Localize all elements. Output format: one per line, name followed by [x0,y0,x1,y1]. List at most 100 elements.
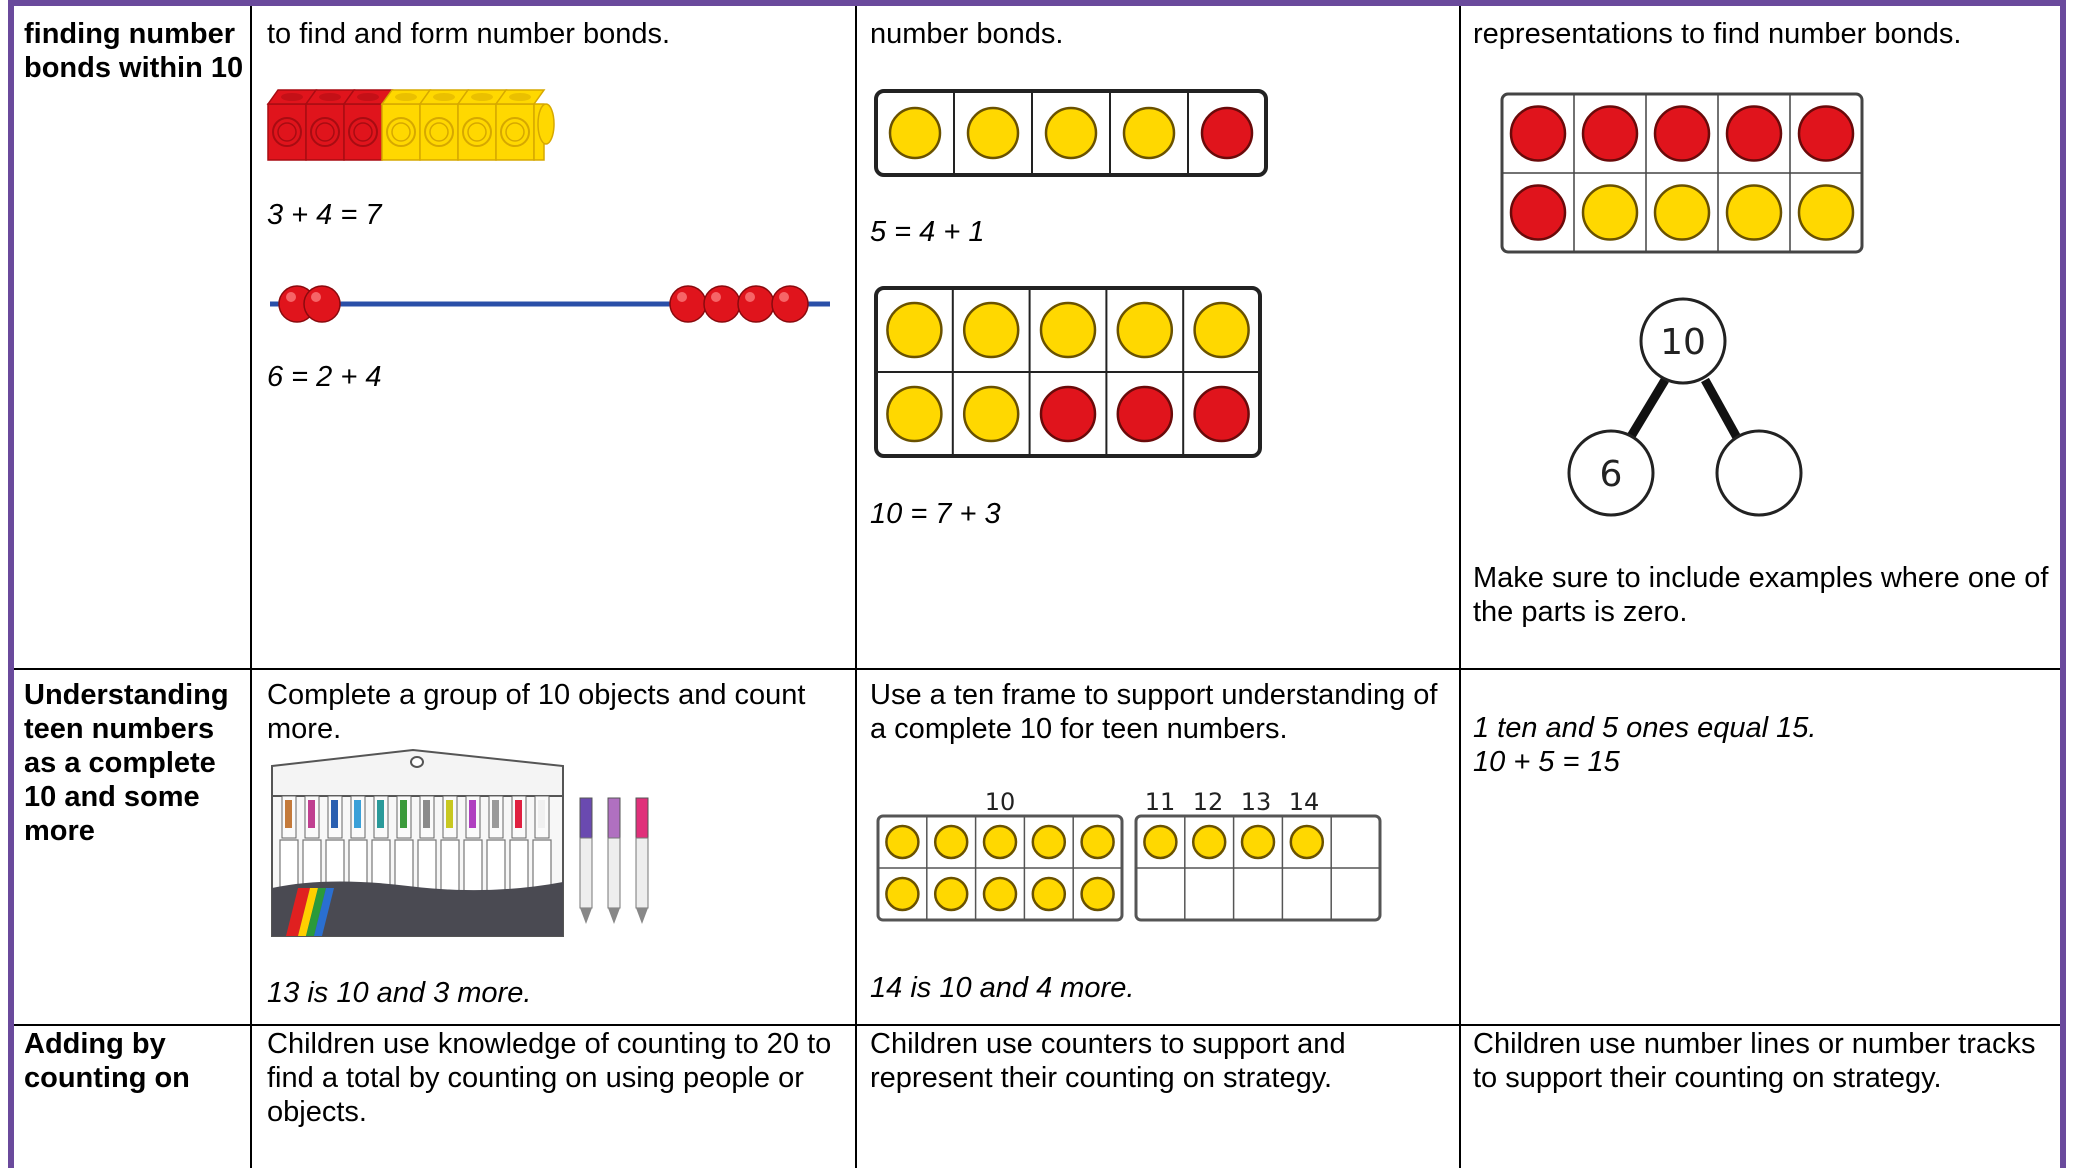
yellow-counter [1031,876,1067,912]
frame-label: 10 [985,788,1016,816]
cell-text: Children use counters to support and rep… [870,1028,1346,1094]
row-divider [14,668,2060,670]
caption: 13 is 10 and 3 more. [267,977,532,1009]
five-frame-image [874,89,1268,177]
abstract-line: 1 ten and 5 ones equal 15. [1473,712,1817,744]
frame-label: 14 [1289,788,1320,816]
yellow-counter [1080,876,1115,912]
cell-note: Make sure to include examples where one … [1473,562,2049,628]
loose-pen [635,797,649,924]
cube-connector [537,103,555,145]
yellow-cube [456,89,508,161]
ten-frame-image [874,286,1262,458]
red-cube [266,89,318,161]
bead-string-image [270,285,830,323]
yellow-counter [1143,824,1178,860]
column-divider [1459,6,1461,1168]
red-bead [703,285,741,323]
equation: 10 = 7 + 3 [870,498,1001,530]
red-bead [771,285,809,323]
row-divider [14,1024,2060,1026]
yellow-counter [1191,824,1227,860]
yellow-counter [1039,301,1097,359]
yellow-cube [380,89,432,161]
pen [325,795,345,896]
column-divider [250,6,252,1168]
empty-part-circle [1715,429,1803,517]
caption: 14 is 10 and 4 more. [870,972,1135,1004]
cell-text: representations to find number bonds. [1473,18,1962,50]
red-counter [1039,385,1097,443]
abstract-line: 10 + 5 = 15 [1473,746,1620,778]
ten-frame-image [1500,92,1864,254]
equation: 3 + 4 = 7 [267,199,382,231]
red-counter [1193,385,1250,443]
red-bead [669,285,707,323]
pen [532,795,552,896]
row-heading: Understanding teen numbers as a complete… [24,679,229,847]
yellow-counter [933,876,969,912]
yellow-counter [982,876,1018,912]
red-counter [1653,105,1711,162]
yellow-counter [1581,184,1639,241]
yellow-counter [962,385,1020,443]
page-border [8,0,2066,1168]
red-bead [303,285,341,323]
cell-text: Use a ten frame to support understanding… [870,679,1438,745]
loose-pen [579,797,593,924]
red-counter [1200,106,1254,160]
pen [440,795,460,896]
yellow-counter [933,824,969,860]
row-heading: finding number bonds within 10 [24,18,244,84]
pen [486,795,506,896]
yellow-counter [1289,824,1325,860]
column-divider [855,6,857,1168]
equation: 6 = 2 + 4 [267,361,382,393]
whole-circle [1639,297,1727,385]
loose-pen [607,797,621,924]
red-counter [1509,184,1567,241]
yellow-counter [1193,301,1250,359]
yellow-counter [886,385,943,443]
red-counter [1116,385,1174,443]
red-counter [1725,105,1783,162]
row-heading: Adding by counting on [24,1028,190,1094]
pen [279,795,299,896]
equation: 5 = 4 + 1 [870,216,985,248]
part-value: 6 [1600,454,1623,495]
cell-text: to find and form number bonds. [267,18,671,50]
linking-cubes-image [266,89,555,161]
cell-text: Children use knowledge of counting to 20… [267,1028,832,1128]
yellow-cube [418,89,470,161]
yellow-counter [1797,184,1855,241]
whole-value: 10 [1660,322,1706,363]
frame-label: 11 [1145,788,1176,816]
frame-label: 12 [1193,788,1224,816]
yellow-counter [1031,824,1067,860]
yellow-counter [1080,824,1115,860]
pen [463,795,483,896]
part-circle [1567,429,1655,517]
part-whole-model: 10 6 [1567,297,1803,517]
yellow-counter [888,106,942,160]
pen [417,795,437,896]
pen [394,795,414,896]
pens-case-image [271,748,649,937]
yellow-counter [1116,301,1174,359]
pen [371,795,391,896]
yellow-counter [1653,184,1711,241]
yellow-counter [966,106,1020,160]
cell-text: number bonds. [870,18,1064,50]
pen [302,795,322,896]
yellow-counter [962,301,1020,359]
yellow-counter [1725,184,1783,241]
red-bead [737,285,775,323]
teen-ten-frames-image: 10 11 12 13 14 [876,788,1382,922]
cell-text: Children use number lines or number trac… [1473,1028,2036,1094]
cell-text: Complete a group of 10 objects and count… [267,679,806,745]
yellow-cube [494,89,546,161]
red-cube [304,89,356,161]
yellow-counter [1240,824,1276,860]
pen [348,795,368,896]
